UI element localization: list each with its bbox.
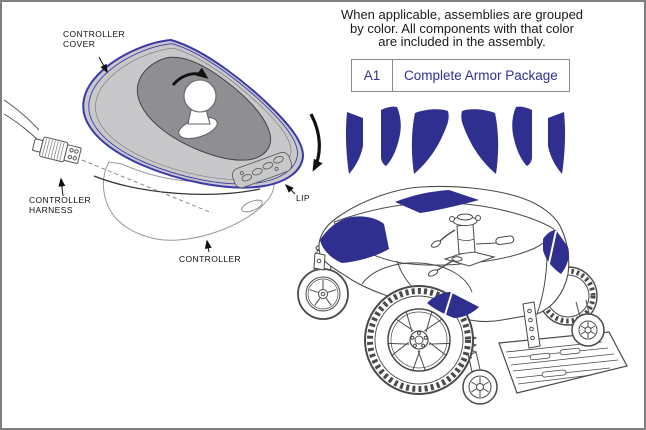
armor-panel-shapes — [345, 106, 566, 174]
armor-shape-2 — [381, 106, 401, 166]
callout-controller-harness: CONTROLLER HARNESS — [29, 195, 92, 215]
grouping-note-line3: are included in the assembly. — [378, 34, 546, 50]
controller-cover — [82, 38, 305, 189]
armor-shape-6 — [548, 112, 566, 174]
cover-keypad — [231, 151, 293, 189]
armor-side-panel — [320, 216, 389, 263]
grouping-note-line1: When applicable, assemblies are grouped — [340, 7, 584, 22]
callout-controller-cover: CONTROLLER COVER — [63, 29, 126, 49]
harness-connector — [32, 136, 82, 164]
caster-wheel-left — [297, 244, 349, 320]
assembly-code: A1 — [352, 60, 393, 91]
rotation-arrow-side — [309, 113, 323, 172]
harness-leader-line — [81, 159, 213, 214]
assembly-table: A1 Complete Armor Package — [351, 59, 570, 92]
callout-lip: LIP — [296, 193, 310, 203]
armor-front-panel — [427, 292, 479, 318]
assembly-name: Complete Armor Package — [404, 68, 558, 83]
anti-tip-wheel — [462, 351, 498, 405]
joystick — [178, 79, 218, 140]
controller-harness — [3, 99, 82, 164]
callout-controller: CONTROLLER — [179, 254, 242, 264]
seat-post — [427, 213, 515, 277]
caster-wheel-right — [571, 299, 605, 347]
grouping-note-line2: by color. All components with that color — [349, 20, 574, 36]
callout-arrow-controller — [204, 239, 212, 253]
rotation-arrow-top — [171, 67, 209, 86]
armor-shape-4 — [461, 109, 499, 174]
callout-arrow-harness — [58, 177, 66, 197]
armor-top-panel — [395, 190, 479, 213]
armor-shape-5 — [512, 106, 532, 166]
armor-shape-3 — [411, 109, 449, 174]
wheelchair-drawing — [297, 185, 628, 405]
grouping-note: When applicable, assemblies are grouped … — [307, 8, 617, 49]
callout-arrow-cover — [98, 56, 108, 74]
armor-shape-1 — [345, 112, 363, 174]
callout-arrow-lip — [284, 183, 296, 195]
